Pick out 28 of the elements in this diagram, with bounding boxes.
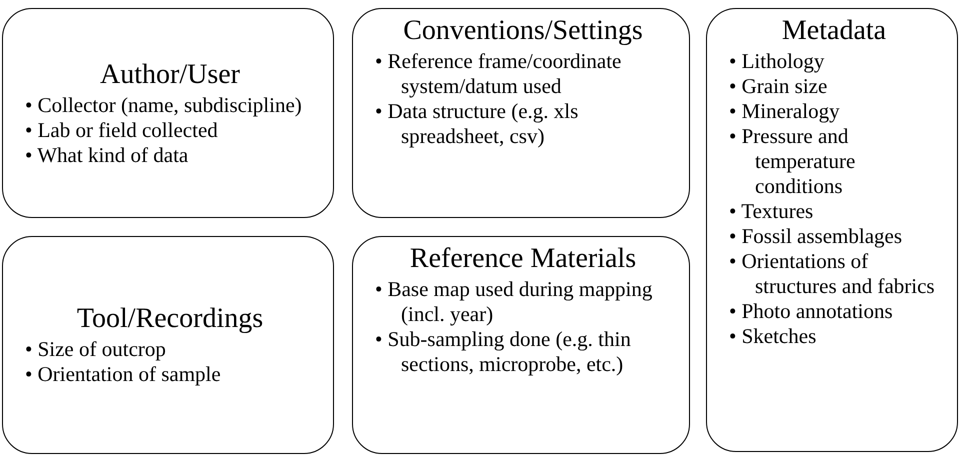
bullet-item: • Pressure and temperature conditions: [729, 124, 856, 199]
bullet-item: • Textures: [729, 199, 814, 224]
box-heading: Author/User: [99, 58, 241, 90]
rounded-box: [2, 8, 334, 218]
bullet-item: • Size of outcrop: [25, 337, 167, 362]
box-heading: Conventions/Settings: [402, 15, 644, 47]
bullet-item: • Photo annotations: [729, 299, 894, 324]
bullet-item: • Base map used during mapping (incl. year): [375, 277, 654, 327]
box-heading: Metadata: [780, 15, 888, 47]
bullet-item: • Lithology: [729, 49, 826, 74]
rounded-box: [2, 236, 334, 454]
rounded-box: [352, 236, 690, 454]
bullet-item: • Sub-sampling done (e.g. thin sections, microprobe, etc.): [375, 327, 632, 377]
bullet-item: • Lab or field collected: [25, 118, 219, 142]
bullet-item: • Grain size: [729, 74, 828, 99]
bullet-item: • Orientations of structures and fabrics: [729, 249, 936, 299]
rounded-box: [706, 8, 958, 452]
bullet-item: • Mineralogy: [729, 99, 841, 124]
rounded-box: [352, 8, 690, 218]
bullet-item: • Orientation of sample: [25, 362, 222, 387]
bullet-item: • What kind of data: [25, 142, 190, 168]
box-heading: Tool/Recordings: [76, 303, 264, 335]
box-heading: Reference Materials: [408, 243, 638, 275]
bullet-item: • Collector (name, subdiscipline): [25, 92, 303, 118]
bullet-item: • Sketches: [729, 324, 818, 349]
bullet-item: • Fossil assemblages: [729, 224, 904, 249]
bullet-item: • Reference frame/coordinate system/datum used: [375, 49, 622, 99]
bullet-item: • Data structure (e.g. xls spreadsheet, csv): [375, 99, 580, 149]
